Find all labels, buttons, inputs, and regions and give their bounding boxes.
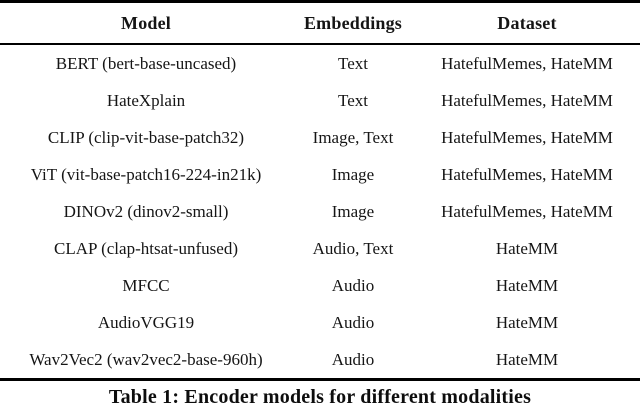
table-cell: DINOv2 (dinov2-small) xyxy=(63,201,229,221)
table-cell: HateMM xyxy=(495,238,559,258)
table-cell: HateMM xyxy=(495,312,559,332)
table-cell: Audio xyxy=(331,275,375,295)
table-row: BERT (bert-base-uncased) Text HatefulMemes… xyxy=(0,44,640,82)
table-row: ViT (vit-base-patch16-224-in21k) Image Hat… xyxy=(0,156,640,193)
table-row: DINOv2 (dinov2-small) Image HatefulMemes, … xyxy=(0,193,640,230)
header-row: Model Embeddings Dataset xyxy=(0,1,640,45)
col-header-model: Model xyxy=(0,1,292,45)
table-cell: Wav2Vec2 (wav2vec2-base-960h) xyxy=(29,349,263,369)
table-cell: HateMM xyxy=(495,349,559,369)
table-row: CLAP (clap-htsat-unfused) Audio, Text Hate… xyxy=(0,230,640,267)
table-row: CLIP (clip-vit-base-patch32) Image, Text H… xyxy=(0,119,640,156)
table-cell: Image xyxy=(331,164,375,184)
table-cell: Audio xyxy=(331,312,375,332)
table-cell: HatefulMemes, HateMM xyxy=(441,201,613,221)
table-cell: HatefulMemes, HateMM xyxy=(441,164,613,184)
table-cell: BERT (bert-base-uncased) xyxy=(55,53,237,73)
table-cell: HateXplain xyxy=(106,90,186,110)
table-row: Wav2Vec2 (wav2vec2-base-960h) Audio HateMM xyxy=(0,341,640,380)
table-cell: Image xyxy=(331,201,375,221)
table-cell: AudioVGG19 xyxy=(97,312,195,332)
table-cell: Text xyxy=(338,90,368,110)
table-cell: HatefulMemes, HateMM xyxy=(441,90,613,110)
table-cell: MFCC xyxy=(122,275,170,295)
table-row: MFCC Audio HateMM xyxy=(0,267,640,304)
table-cell: HatefulMemes, HateMM xyxy=(441,53,613,73)
table-cell: HatefulMemes, HateMM xyxy=(441,127,613,147)
col-header-dataset: Dataset xyxy=(414,1,640,45)
table-cell: ViT (vit-base-patch16-224-in21k) xyxy=(30,164,262,184)
table-row: AudioVGG19 Audio HateMM xyxy=(0,304,640,341)
table-cell: Audio, Text xyxy=(312,238,394,258)
table-cell: CLIP (clip-vit-base-patch32) xyxy=(47,127,245,147)
table-caption: Table 1: Encoder models for different mo… xyxy=(108,386,532,407)
table-row: HateXplain Text HatefulMemes, HateMM xyxy=(0,82,640,119)
table-cell: Image, Text xyxy=(312,127,394,147)
table-cell: Text xyxy=(338,53,368,73)
table-cell: Audio xyxy=(331,349,375,369)
col-header-embeddings: Embeddings xyxy=(292,1,414,45)
table-cell: CLAP (clap-htsat-unfused) xyxy=(54,238,238,258)
table-cell: HateMM xyxy=(495,275,559,295)
encoder-models-table: Model Embeddings Dataset BERT (bert-base… xyxy=(0,0,640,381)
